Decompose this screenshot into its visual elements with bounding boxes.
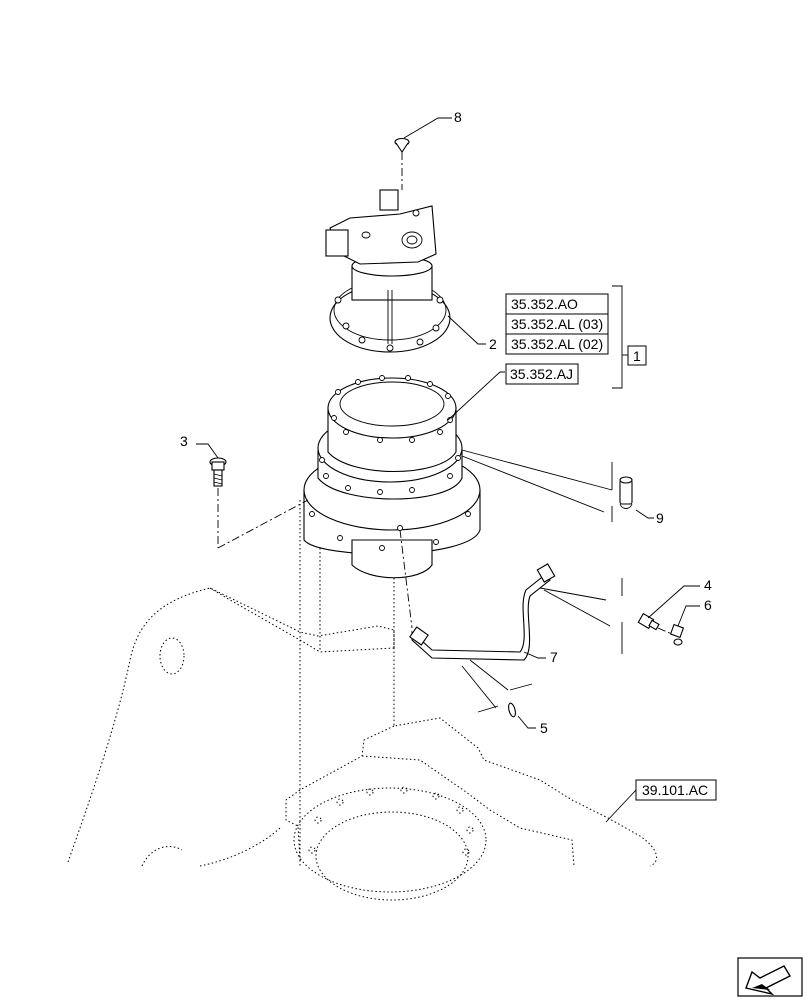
reduction-gear: [303, 375, 481, 579]
o-ring-5: [508, 702, 516, 718]
frame-bolt-holes: [308, 786, 474, 856]
hose-7: [399, 529, 623, 713]
fitting-4-6: [637, 612, 685, 646]
swing-motor: [325, 189, 451, 353]
ref-39-101-ac[interactable]: 39.101.AC: [642, 782, 708, 798]
callout-9: 9: [656, 510, 664, 526]
callout-1: 1: [633, 348, 641, 364]
pin-9: [461, 449, 633, 522]
reference-aj: 35.352.AJ: [505, 363, 579, 385]
callout-5: 5: [540, 720, 548, 736]
callout-8: 8: [454, 109, 462, 125]
callout-6: 6: [704, 597, 712, 613]
frame-structure: [67, 500, 658, 901]
ref-35-352-aj[interactable]: 35.352.AJ: [510, 366, 573, 382]
bolt-3: [209, 457, 309, 549]
ref-35-352-al-03[interactable]: 35.352.AL (03): [511, 316, 603, 332]
reference-ac: 39.101.AC: [635, 779, 717, 801]
arrow-left-icon[interactable]: [737, 957, 803, 997]
callout-7: 7: [550, 649, 558, 665]
reference-group: 35.352.AO 35.352.AL (03) 35.352.AL (02) …: [505, 285, 647, 389]
ref-35-352-al-02[interactable]: 35.352.AL (02): [511, 336, 603, 352]
leader-lines: [196, 117, 700, 823]
callout-2: 2: [489, 336, 497, 352]
callout-4: 4: [704, 577, 712, 593]
callout-3: 3: [180, 433, 188, 449]
ref-35-352-ao[interactable]: 35.352.AO: [511, 296, 578, 312]
screw-8: [394, 137, 410, 190]
gear-bolt-holes: [309, 375, 471, 551]
